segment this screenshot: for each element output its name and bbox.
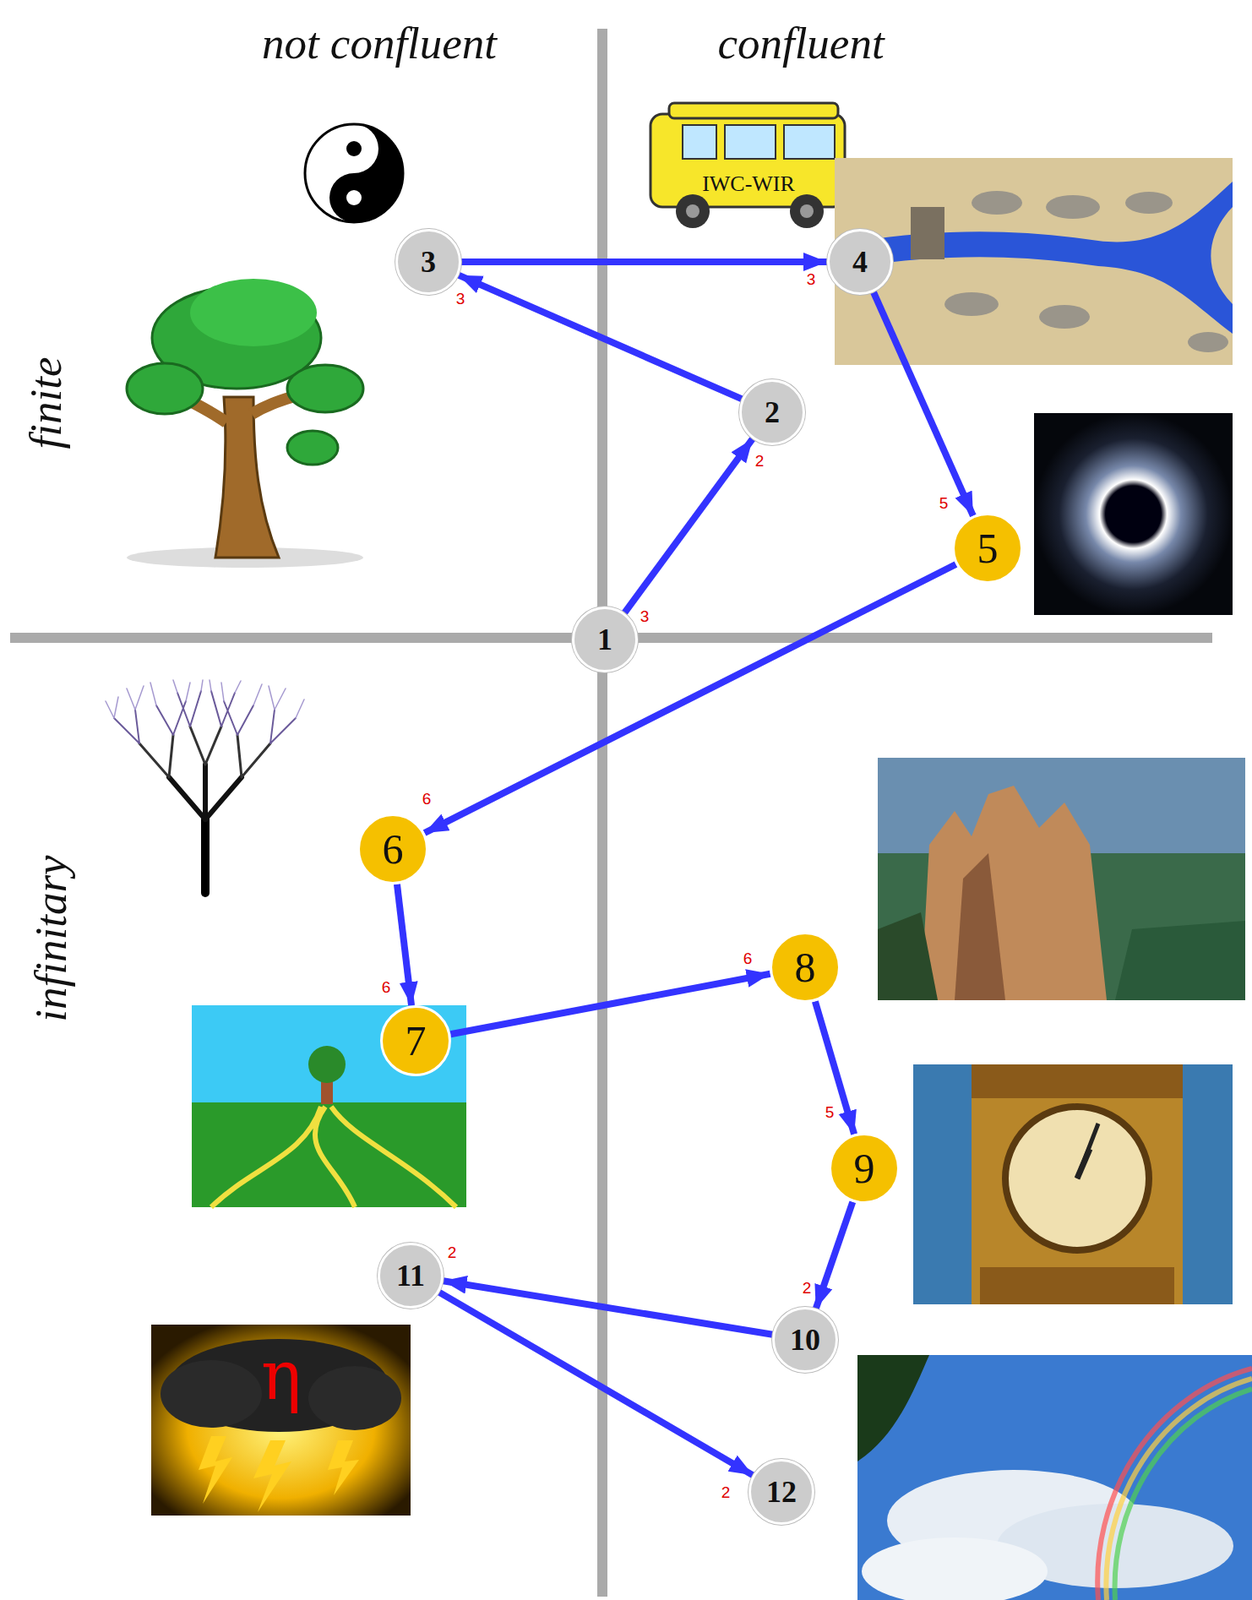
node-number: 2 bbox=[764, 394, 780, 431]
arrow-connector bbox=[873, 292, 974, 517]
arrow-connector bbox=[458, 275, 743, 400]
column-heading: not confluent bbox=[261, 17, 497, 69]
black-hole-picture bbox=[1034, 413, 1233, 616]
annotation-number: 3 bbox=[456, 289, 466, 309]
highlight-node-circle: 5 bbox=[952, 512, 1024, 584]
bus-picture bbox=[650, 103, 845, 229]
node-number: 3 bbox=[420, 244, 436, 280]
arrow-connector bbox=[624, 438, 753, 613]
highlight-node-circle: 6 bbox=[357, 813, 429, 885]
cliffs-picture bbox=[877, 757, 1246, 1001]
arrow-connector bbox=[815, 1001, 855, 1134]
node-number: 1 bbox=[597, 621, 613, 658]
annotation-number: 2 bbox=[802, 1279, 812, 1298]
node-circle: 12 bbox=[748, 1458, 815, 1525]
annotation-number: 2 bbox=[721, 1483, 731, 1503]
arrow-connector bbox=[397, 884, 412, 1007]
node-number: 12 bbox=[766, 1474, 797, 1510]
node-circle: 11 bbox=[377, 1242, 444, 1309]
node-circle: 10 bbox=[772, 1306, 839, 1373]
annotation-number: 2 bbox=[755, 451, 765, 471]
rainbow-picture bbox=[857, 1355, 1252, 1600]
annotation-number: 6 bbox=[381, 978, 392, 997]
highlight-node-circle: 7 bbox=[380, 1005, 452, 1077]
fractal-tree-picture bbox=[105, 680, 305, 893]
arrow-connector bbox=[450, 974, 770, 1035]
node-number: 10 bbox=[789, 1322, 821, 1358]
annotation-number: 3 bbox=[640, 607, 650, 626]
node-number: 4 bbox=[852, 244, 868, 280]
node-number: 9 bbox=[854, 1143, 876, 1193]
yin-yang-symbol bbox=[304, 124, 403, 223]
arrow-connector bbox=[816, 1202, 854, 1309]
row-heading: finite bbox=[20, 357, 71, 450]
annotation-number: 5 bbox=[825, 1103, 835, 1122]
annotation-number: 6 bbox=[422, 789, 432, 809]
node-circle: 2 bbox=[739, 379, 806, 446]
node-circle: 3 bbox=[395, 228, 462, 295]
tree-picture bbox=[126, 278, 364, 568]
node-number: 8 bbox=[794, 942, 817, 992]
node-circle: 1 bbox=[571, 606, 638, 673]
arrow-connector bbox=[461, 258, 828, 266]
annotation-number: 3 bbox=[806, 270, 817, 289]
arrow-connector bbox=[424, 564, 956, 833]
annotation-number: 2 bbox=[447, 1243, 458, 1263]
arrow-connector bbox=[439, 1292, 754, 1476]
node-number: 11 bbox=[396, 1257, 425, 1294]
column-heading: confluent bbox=[717, 17, 884, 69]
landscape-picture bbox=[191, 1005, 467, 1208]
node-number: 6 bbox=[382, 824, 404, 874]
highlight-node-circle: 9 bbox=[828, 1132, 900, 1204]
annotation-number: 5 bbox=[939, 494, 949, 513]
clock-tower-picture bbox=[913, 1064, 1233, 1305]
storm-cloud-picture bbox=[151, 1324, 411, 1516]
node-number: 7 bbox=[405, 1016, 427, 1066]
row-heading: infinitary bbox=[25, 854, 77, 1022]
highlight-node-circle: 8 bbox=[769, 931, 841, 1003]
bus-text: IWC-WIR bbox=[702, 171, 795, 197]
node-number: 5 bbox=[977, 523, 999, 573]
node-circle: 4 bbox=[827, 228, 893, 295]
annotation-number: 6 bbox=[743, 949, 753, 969]
cloud-symbol: η bbox=[261, 1336, 302, 1416]
